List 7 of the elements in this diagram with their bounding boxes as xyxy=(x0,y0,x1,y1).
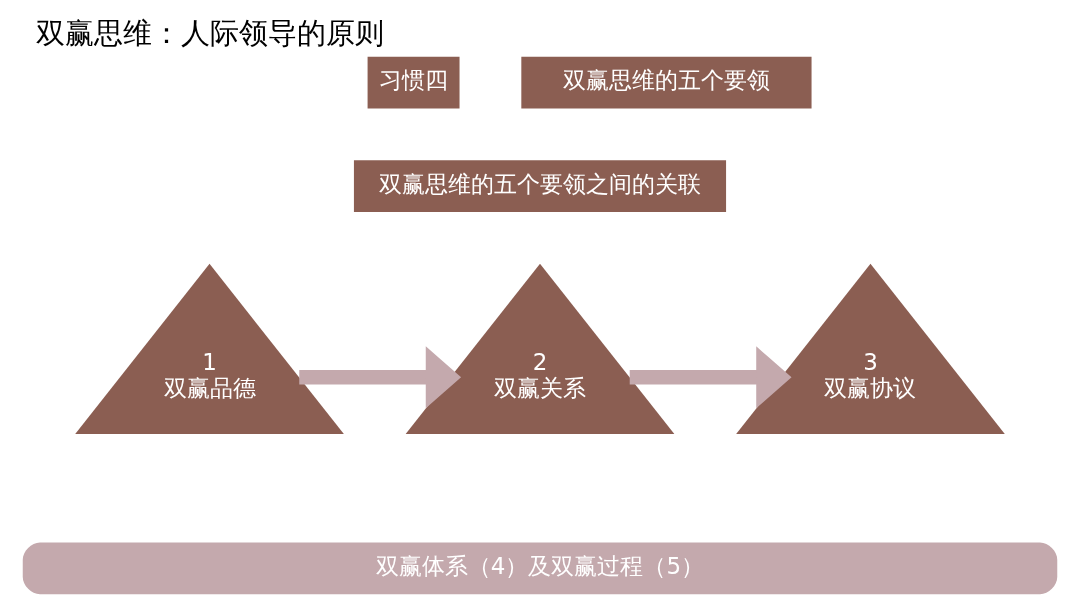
arrow xyxy=(299,346,462,409)
diagram-title: 双赢思维：人际领导的原则 xyxy=(35,15,384,50)
node-box: 双赢思维的五个要领 xyxy=(521,56,812,109)
node-box: 双赢思维的五个要领之间的关联 xyxy=(353,160,727,213)
node-box: 习惯四 xyxy=(367,56,460,109)
node-box: 双赢体系（4）及双赢过程（5） xyxy=(22,542,1058,595)
arrow xyxy=(629,346,792,409)
